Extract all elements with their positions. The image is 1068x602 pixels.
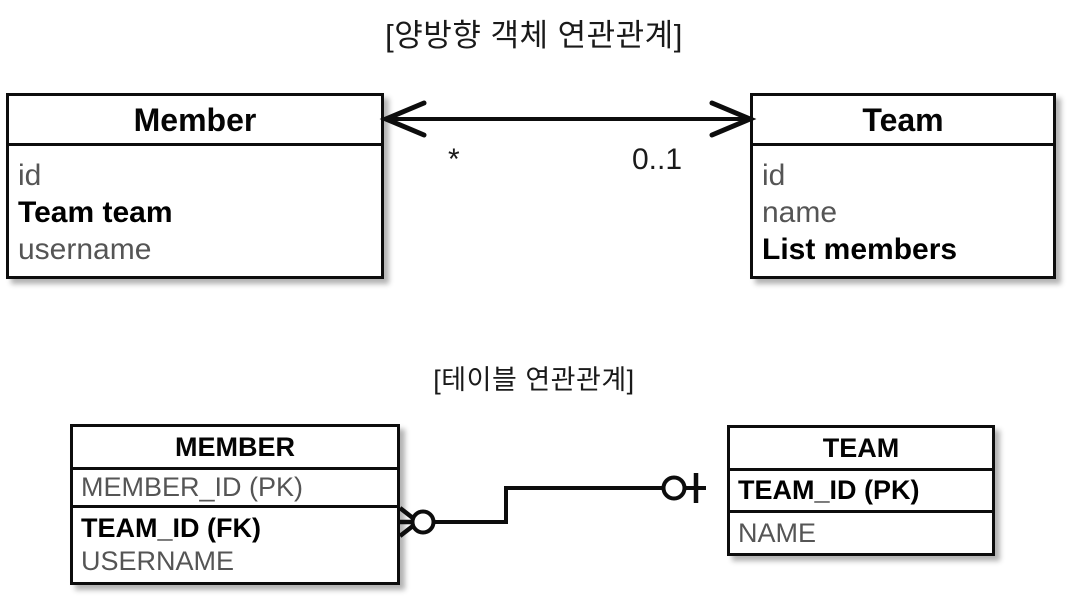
- class-name-member: Member: [133, 101, 257, 138]
- bidirectional-association-arrow: [379, 100, 757, 138]
- class-attribute: Team team: [18, 195, 173, 229]
- table-relationship-title: [테이블 연관관계]: [433, 365, 635, 395]
- cardinality-zero-or-many-icon: [398, 506, 436, 538]
- table-name-team: TEAM: [822, 432, 900, 463]
- class-header-member: Member: [9, 96, 381, 143]
- table-header-team: TEAM: [730, 428, 992, 468]
- table-pk-row-team: TEAM_ID (PK): [730, 468, 992, 510]
- class-attribute: name: [762, 195, 838, 229]
- table-box-team: TEAM TEAM_ID (PK) NAME: [727, 425, 995, 556]
- class-attribute: List members: [762, 232, 958, 266]
- table-box-member: MEMBER MEMBER_ID (PK) TEAM_ID (FK) USERN…: [70, 424, 400, 585]
- object-association-title: [양방향 객체 연관관계]: [385, 18, 683, 53]
- class-attributes-member: id Team team username: [9, 143, 381, 276]
- table-column: NAME: [738, 517, 817, 548]
- cardinality-zero-or-one-icon: [661, 473, 699, 503]
- class-box-team: Team id name List members: [750, 93, 1056, 279]
- table-column: MEMBER_ID (PK): [81, 472, 304, 502]
- class-box-member: Member id Team team username: [6, 93, 384, 279]
- table-column: TEAM_ID (FK): [81, 513, 261, 543]
- class-name-team: Team: [862, 101, 944, 138]
- table-pk-row-member: MEMBER_ID (PK): [73, 467, 397, 505]
- multiplicity-target: 0..1: [632, 143, 683, 176]
- class-header-team: Team: [753, 96, 1053, 143]
- crows-foot-relationship-connector: [398, 473, 706, 538]
- table-header-member: MEMBER: [73, 427, 397, 467]
- table-column: USERNAME: [81, 546, 235, 576]
- table-columns-member: TEAM_ID (FK) USERNAME: [73, 505, 397, 582]
- table-column: TEAM_ID (PK): [738, 475, 920, 505]
- multiplicity-source: *: [448, 143, 460, 176]
- table-columns-team: NAME: [730, 510, 992, 553]
- table-name-member: MEMBER: [175, 431, 295, 462]
- class-attribute: username: [18, 232, 152, 266]
- class-attribute: id: [762, 158, 786, 192]
- class-attributes-team: id name List members: [753, 143, 1053, 276]
- class-attribute: id: [18, 158, 42, 192]
